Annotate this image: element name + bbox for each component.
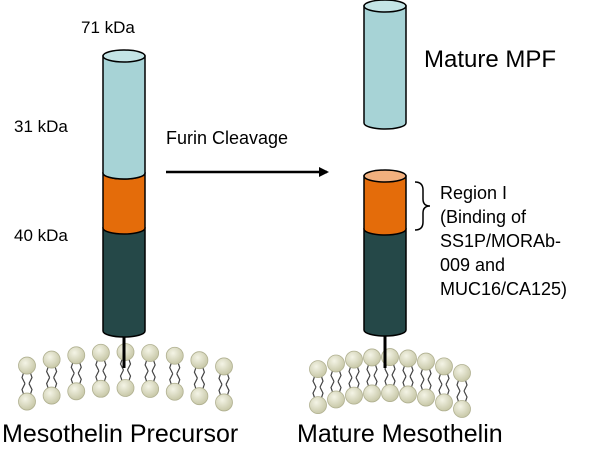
mature-mesothelin-cylinder xyxy=(363,169,407,368)
lipid-tails xyxy=(330,369,342,394)
membrane-right xyxy=(309,348,471,418)
lipid-head xyxy=(435,357,453,376)
caption-mature-mesothelin: Mature Mesothelin xyxy=(297,420,503,448)
mature-mpf-cylinder xyxy=(363,0,407,130)
lipid-tails xyxy=(21,371,33,396)
lipid-tails xyxy=(218,372,230,397)
label-furin-cleavage: Furin Cleavage xyxy=(166,128,289,148)
lipid-head xyxy=(453,400,471,418)
lipid-head xyxy=(381,384,399,402)
lipid-head xyxy=(67,382,86,401)
region-line-2: (Binding of xyxy=(440,207,527,227)
lipid-tails xyxy=(169,361,181,386)
region-annotation: Region I (Binding of SS1P/MORAb- 009 and… xyxy=(440,181,600,301)
lipid-head xyxy=(190,387,209,406)
precursor-cylinder xyxy=(102,49,146,368)
lipid-head xyxy=(215,357,233,376)
region-bracket xyxy=(414,181,431,231)
lipid-tails xyxy=(312,374,324,400)
lipid-head xyxy=(18,356,36,375)
lipid-tails xyxy=(193,366,206,391)
lipid-head xyxy=(399,349,417,368)
lipid-head xyxy=(453,364,471,382)
lipid-head xyxy=(327,390,345,409)
lipid-tails xyxy=(402,364,414,389)
lipid-head xyxy=(327,354,345,373)
lipid-tails xyxy=(70,361,82,386)
mature-membrane-domain xyxy=(363,228,407,337)
lipid-head xyxy=(141,344,160,362)
region-line-5: MUC16/CA125) xyxy=(440,279,568,299)
caption-mesothelin-precursor: Mesothelin Precursor xyxy=(2,420,239,448)
lipid-tails xyxy=(366,363,378,388)
lipid-head xyxy=(67,346,86,365)
lipid-head xyxy=(91,379,110,398)
mature-region-top xyxy=(363,169,407,183)
lipid-head xyxy=(42,386,61,405)
lipid-head xyxy=(435,393,453,412)
precursor-mpf-top xyxy=(102,49,146,63)
lipid-head xyxy=(91,343,110,362)
lipid-tails xyxy=(144,358,156,384)
lipid-tails xyxy=(420,367,432,392)
lipid-head xyxy=(141,380,160,398)
lipid-head xyxy=(190,351,209,370)
mature-region-segment xyxy=(363,175,407,236)
lipid-tails xyxy=(438,372,450,397)
lipid-head xyxy=(417,388,435,407)
precursor-membrane-domain xyxy=(102,227,146,338)
lipid-tails xyxy=(348,365,360,390)
precursor-mpf-segment xyxy=(102,55,146,180)
lipid-tails xyxy=(45,365,58,390)
label-40-kda: 40 kDa xyxy=(14,226,68,245)
lipid-head xyxy=(363,348,381,367)
lipid-head xyxy=(165,346,184,365)
lipid-head xyxy=(309,360,327,379)
lipid-head xyxy=(165,382,184,401)
label-mature-mpf: Mature MPF xyxy=(424,46,557,73)
region-title: Region I xyxy=(440,183,508,203)
lipid-head xyxy=(417,352,435,371)
precursor-region-segment xyxy=(102,172,146,235)
lipid-tails xyxy=(456,378,468,404)
lipid-head xyxy=(309,396,327,415)
lipid-head xyxy=(18,392,36,411)
lipid-head xyxy=(116,379,135,397)
lipid-head xyxy=(345,350,363,369)
lipid-tails xyxy=(95,358,107,383)
lipid-head xyxy=(399,385,417,404)
region-line-3: SS1P/MORAb- xyxy=(440,231,562,251)
lipid-head xyxy=(345,386,363,405)
membrane-left xyxy=(18,343,233,412)
label-31-kda: 31 kDa xyxy=(14,117,68,136)
lipid-head xyxy=(215,393,233,412)
label-71-kda: 71 kDa xyxy=(81,18,135,37)
lipid-head xyxy=(42,350,61,369)
region-line-4: 009 and xyxy=(440,255,506,275)
lipid-head xyxy=(363,384,381,403)
